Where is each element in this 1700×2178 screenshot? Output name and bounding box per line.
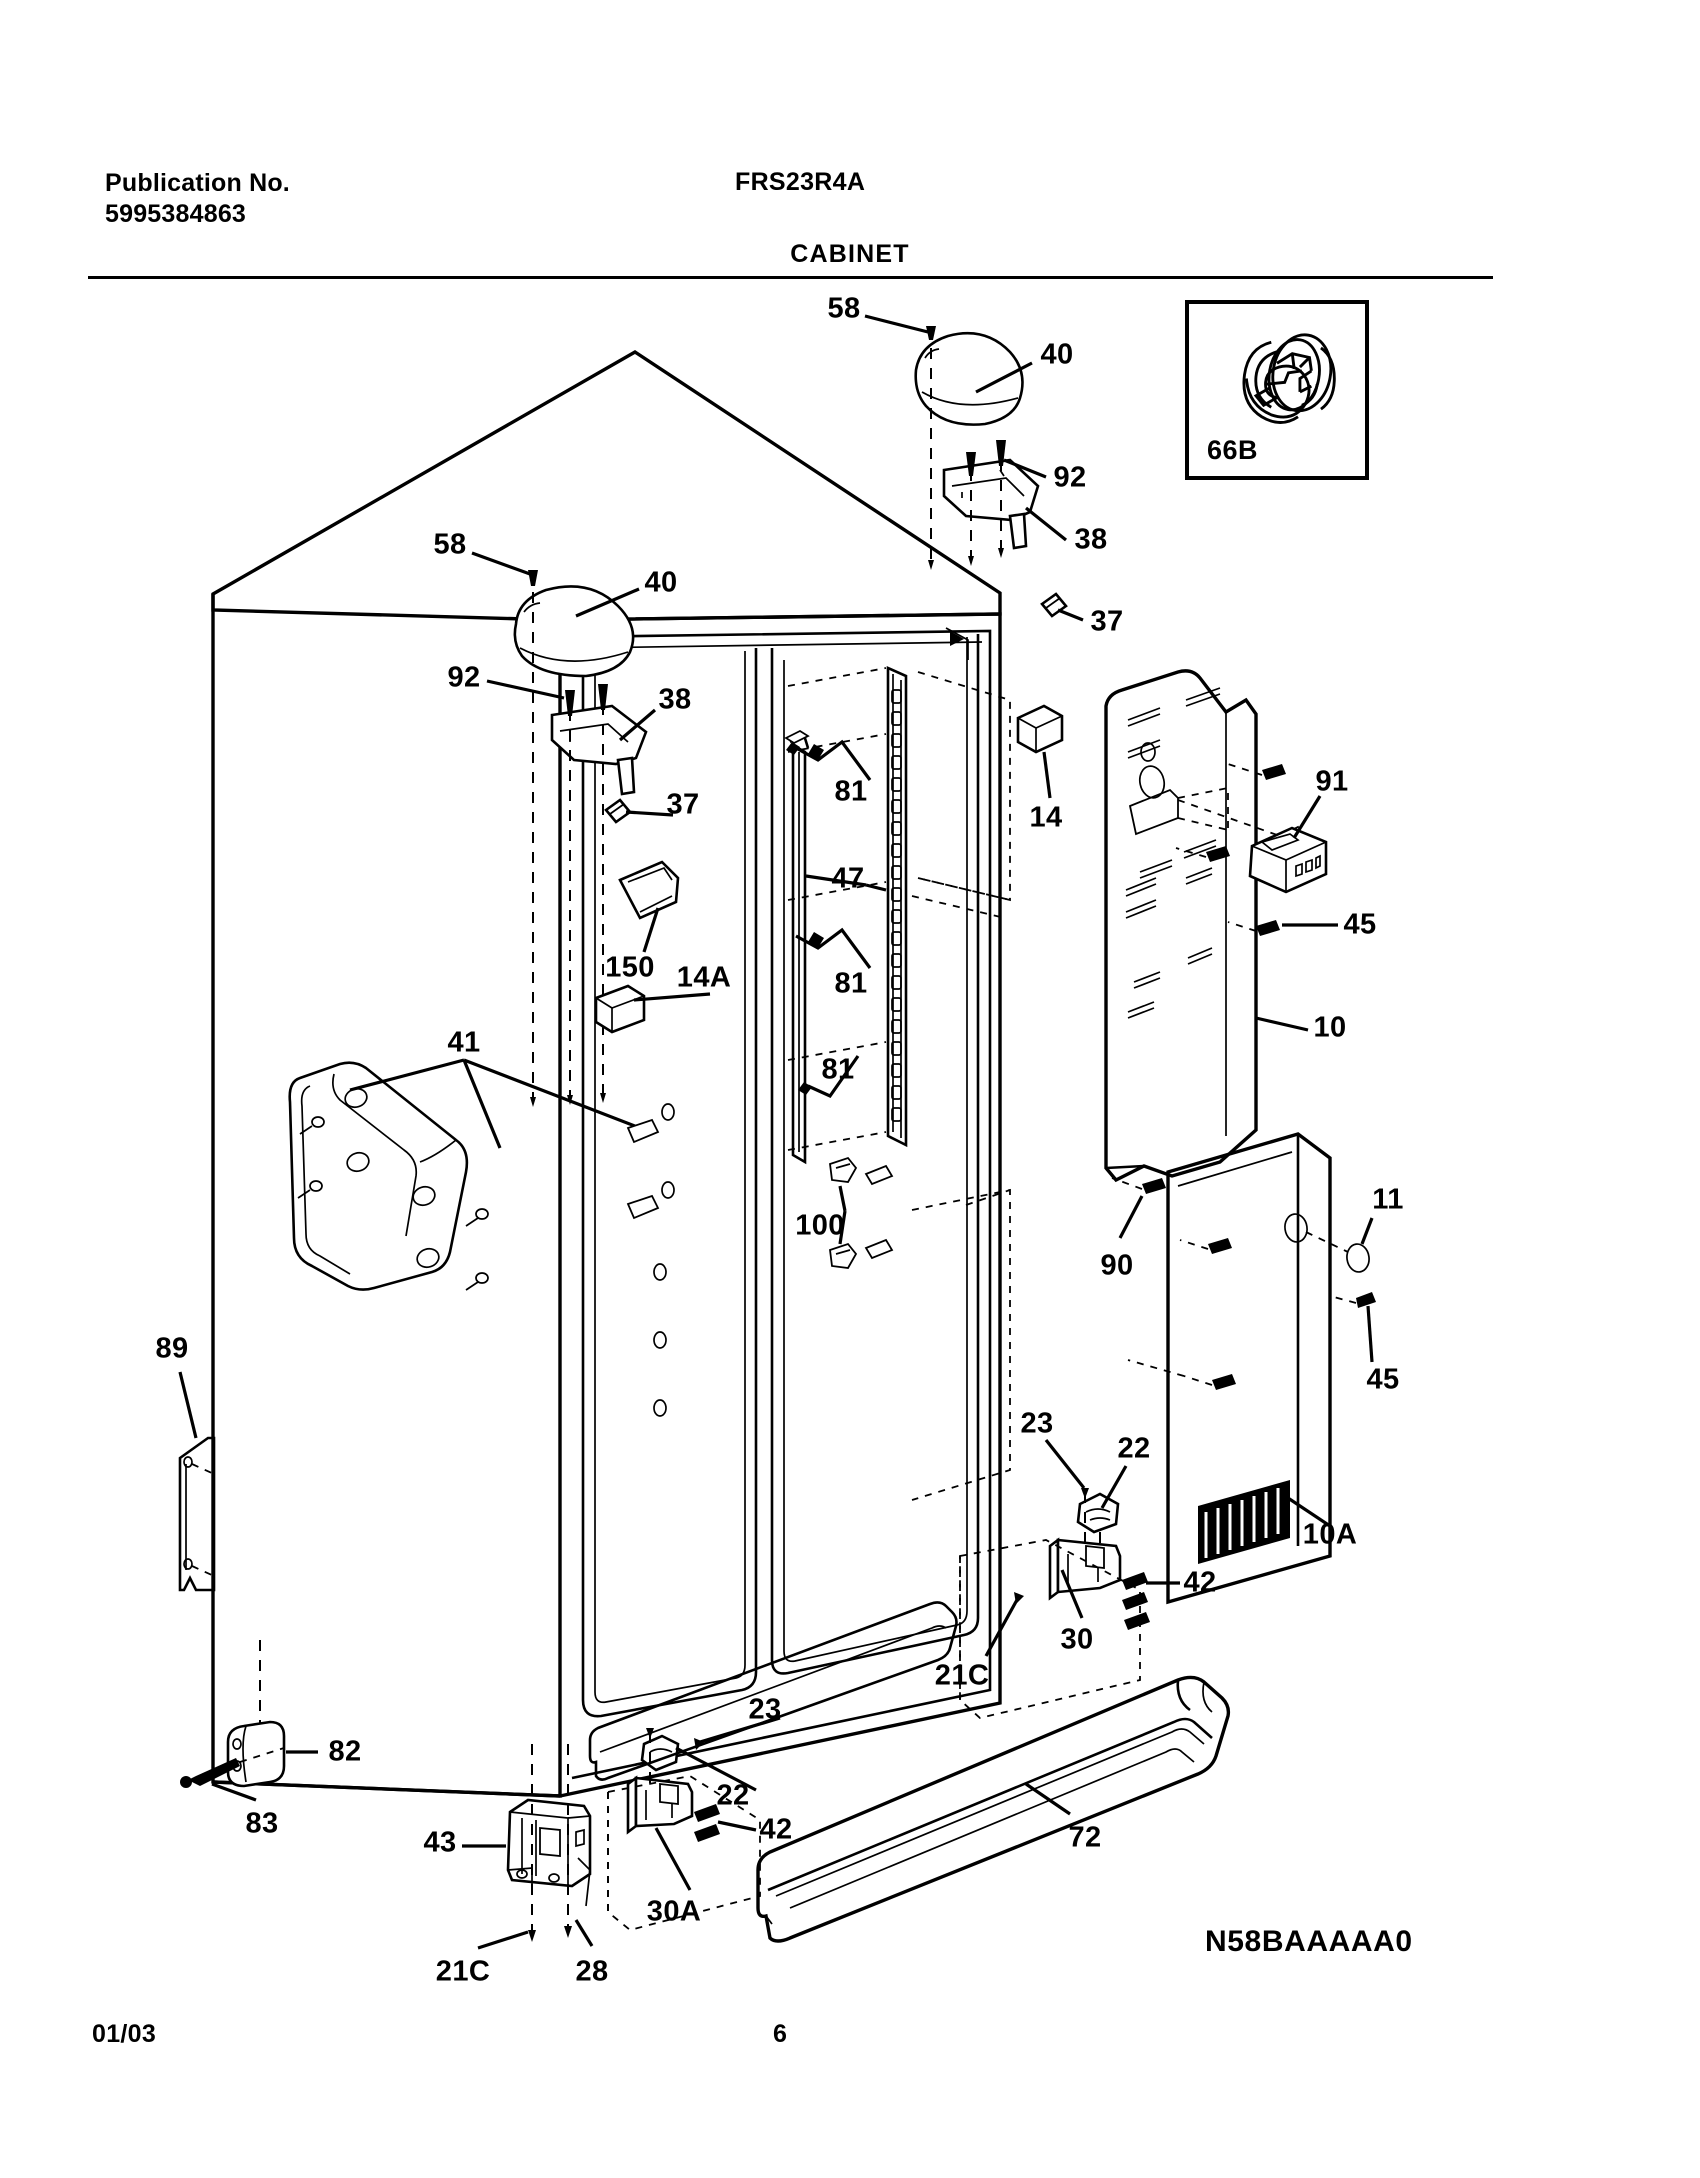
vent-grille (1198, 1480, 1290, 1564)
liner-corner (945, 627, 969, 660)
lower-access-panel-10A (1127, 1132, 1376, 1605)
diagram-code: N58BAAAAA0 (1205, 1925, 1413, 1958)
part-callout-58: 58 (433, 528, 467, 561)
part-callout-92: 92 (1053, 461, 1087, 494)
hinge-assembly-top-left (513, 570, 680, 1107)
part-callout-21c: 21C (435, 1955, 491, 1988)
shelf-clips-81 (786, 739, 887, 1099)
part-callout-82: 82 (328, 1735, 362, 1768)
section-title: CABINET (790, 240, 910, 268)
part-callout-81: 81 (821, 1053, 855, 1086)
door-openings (581, 634, 980, 1718)
part-14-connector (1016, 704, 1064, 799)
footer-date: 01/03 (92, 2020, 157, 2048)
part-callout-37: 37 (666, 788, 700, 821)
part-callout-10: 10 (1313, 1011, 1347, 1044)
part-callout-83: 83 (245, 1807, 279, 1840)
part-callout-150: 150 (605, 951, 655, 984)
front-fasteners-left (626, 1103, 675, 1417)
part-callout-47: 47 (831, 862, 865, 895)
part-72-toe-grille (756, 1675, 1231, 1943)
part-callout-30a: 30A (646, 1895, 702, 1928)
publication-block: Publication No. 5995384863 (105, 168, 290, 229)
part-callout-30: 30 (1060, 1623, 1094, 1656)
part-callout-91: 91 (1315, 765, 1349, 798)
assembly-projection-lines (787, 667, 1011, 1501)
part-callout-14a: 14A (676, 961, 732, 994)
bottom-right-hinge-group (959, 1439, 1180, 1719)
leaders-top-right (864, 314, 1084, 622)
part-callout-14: 14 (1029, 801, 1063, 834)
footer-page-number: 6 (773, 2020, 787, 2048)
publication-number: 5995384863 (105, 199, 247, 228)
model-number: FRS23R4A (735, 168, 866, 196)
part-callout-23: 23 (748, 1693, 782, 1726)
part-callout-100: 100 (795, 1209, 845, 1242)
part-callout-58: 58 (827, 292, 861, 325)
part-callout-11: 11 (1372, 1183, 1404, 1216)
rear-panel-10 (1104, 669, 1301, 1183)
bottom-left-hinge-group (462, 1716, 781, 1950)
part-callout-81: 81 (834, 967, 868, 1000)
part-callout-22: 22 (1117, 1432, 1151, 1465)
publication-label: Publication No. (105, 169, 290, 197)
part-callout-72: 72 (1068, 1821, 1102, 1854)
part-callout-37: 37 (1090, 605, 1124, 638)
part-91-housing (1248, 795, 1328, 894)
part-callout-38: 38 (658, 683, 692, 716)
part-callout-41: 41 (447, 1026, 481, 1059)
part-callout-28: 28 (575, 1955, 609, 1988)
part-callout-90: 90 (1100, 1249, 1134, 1282)
part-callout-81: 81 (834, 775, 868, 808)
part-callout-42: 42 (1183, 1566, 1217, 1599)
part-callout-45: 45 (1366, 1363, 1400, 1396)
part-callout-89: 89 (155, 1332, 189, 1365)
leaders-top-left (471, 551, 711, 1002)
part-100-fasteners (829, 1156, 894, 1269)
detail-inset-66b: 66B (1185, 300, 1369, 480)
part-callout-92: 92 (447, 661, 481, 694)
part-82-83 (180, 1640, 318, 1802)
cabinet-bottom-rail (588, 1601, 958, 1781)
inset-label-66b: 66B (1207, 435, 1259, 465)
part-callout-22: 22 (716, 1779, 750, 1812)
part-callout-38: 38 (1074, 523, 1108, 556)
part-callout-45: 45 (1343, 908, 1377, 941)
part-callout-21c: 21C (934, 1659, 990, 1692)
part-89-bracket (178, 1371, 216, 1592)
header-divider (88, 276, 1493, 279)
part-callout-23: 23 (1020, 1407, 1054, 1440)
part-callout-40: 40 (644, 566, 678, 599)
part-callout-10a: 10A (1302, 1518, 1358, 1551)
part-callout-40: 40 (1040, 338, 1074, 371)
grommet-detail-drawing (1242, 333, 1336, 424)
cabinet-shell (211, 350, 1002, 1798)
part-callout-42: 42 (759, 1813, 793, 1846)
screws-45-rear (1111, 763, 1338, 1239)
part-41-pad (288, 1058, 641, 1291)
part-callout-43: 43 (423, 1826, 457, 1859)
hinge-assembly-top-right (914, 326, 1068, 618)
